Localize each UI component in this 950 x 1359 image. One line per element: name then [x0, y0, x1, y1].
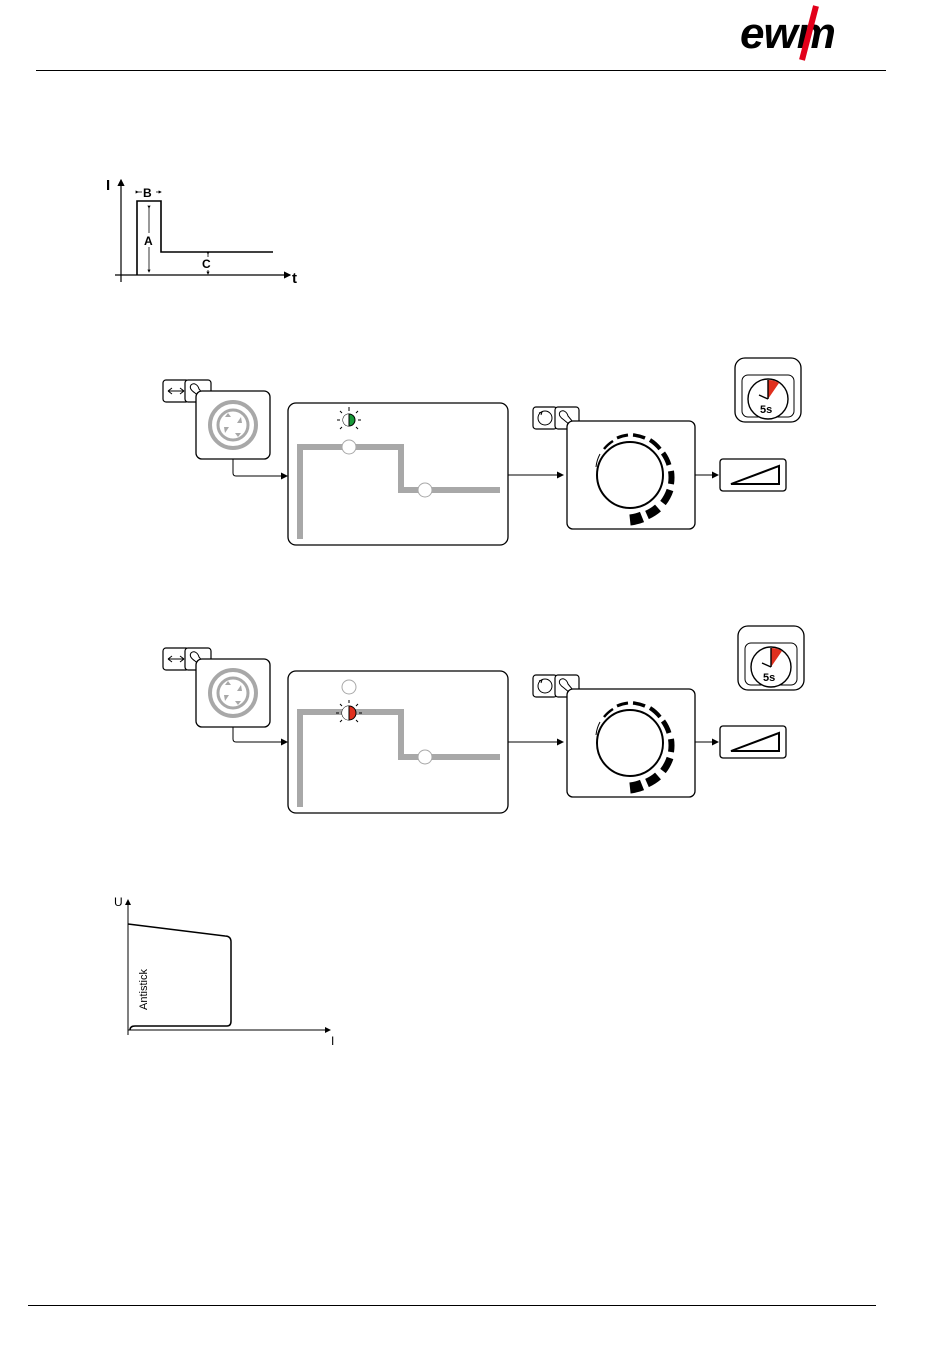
label-c: C — [202, 257, 211, 271]
footer-rule — [28, 1305, 876, 1306]
antistick-label: Antistick — [138, 969, 150, 1010]
led-main-current — [418, 750, 432, 764]
setting-sequence-1: 5s — [155, 355, 825, 555]
rotary-knob-icon — [597, 710, 663, 776]
led-start-current-off — [342, 680, 356, 694]
timer-5s-icon: 5s — [738, 626, 804, 690]
y-axis-label: U — [114, 895, 123, 909]
label-a: A — [144, 234, 153, 248]
y-axis-label: I — [106, 177, 110, 194]
led-start-current — [342, 440, 356, 454]
header-logo: ewm — [738, 2, 873, 64]
ewm-logo: ewm — [738, 2, 873, 64]
timer-5s-icon: 5s — [735, 358, 801, 422]
x-axis-label: I — [331, 1034, 334, 1048]
connector-arrow — [233, 459, 287, 476]
led-main-current — [418, 483, 432, 497]
timer-label: 5s — [763, 672, 775, 684]
timer-label: 5s — [760, 404, 772, 416]
rotary-knob-icon — [597, 442, 663, 508]
header-rule — [36, 70, 886, 71]
setting-sequence-2: 5s — [155, 623, 825, 823]
label-b: B — [143, 186, 152, 200]
connector-arrow — [233, 727, 287, 742]
antistick-diagram: U I Antistick — [105, 890, 345, 1050]
x-axis-label: t — [292, 270, 297, 287]
logo-text: ewm — [740, 9, 835, 58]
start-current-diagram: I t A B C — [100, 170, 310, 290]
